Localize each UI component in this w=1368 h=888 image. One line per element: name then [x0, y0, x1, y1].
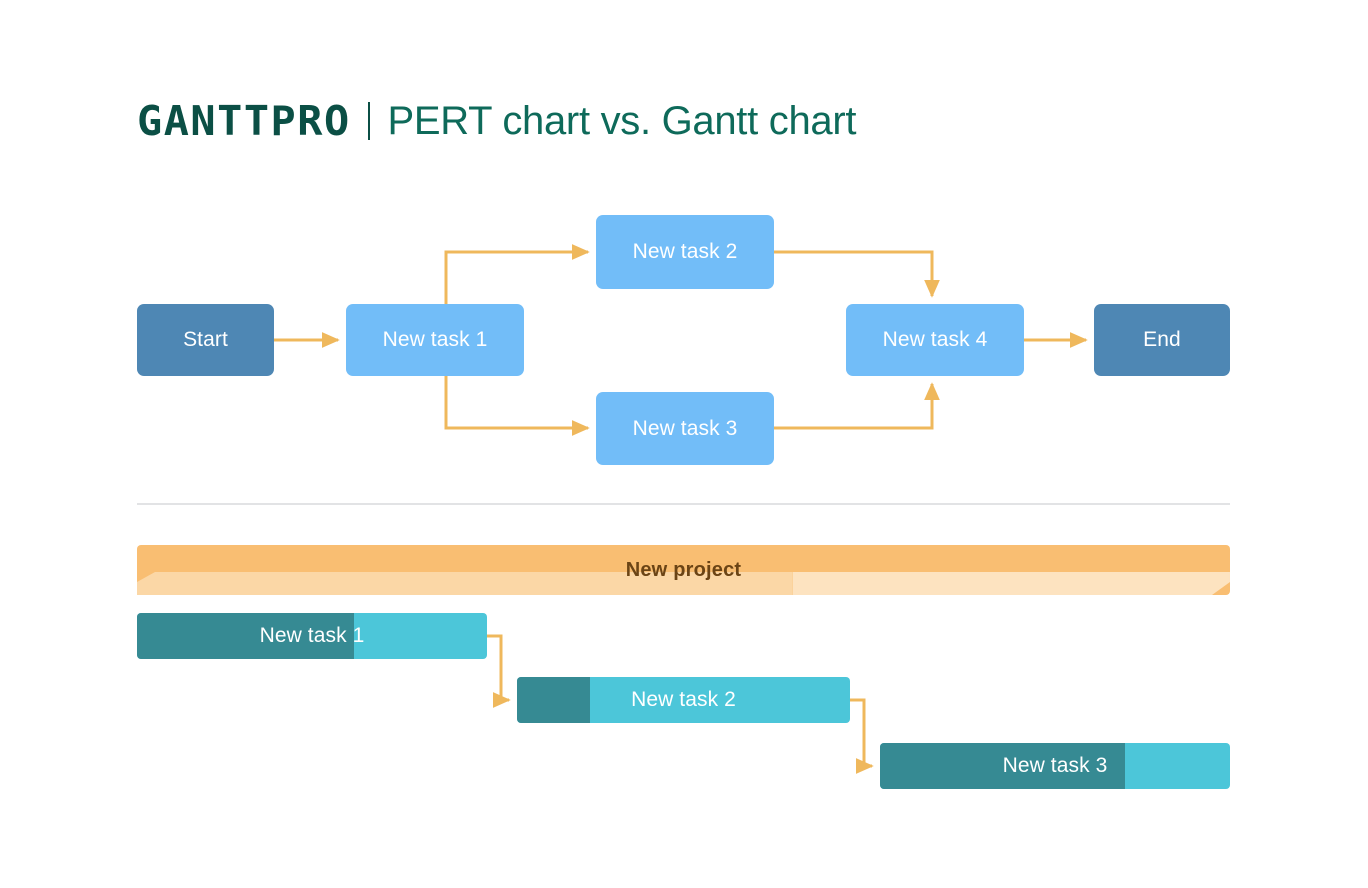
- pert-node-label: Start: [183, 328, 228, 351]
- pert-node-task-2[interactable]: New task 2: [596, 215, 774, 289]
- summary-bar-label: New project: [625, 558, 742, 581]
- pert-node-start[interactable]: Start: [137, 304, 274, 376]
- gantt-task-bar-1[interactable]: New task 1: [137, 613, 487, 659]
- gantt-task-label: New task 3: [1002, 754, 1108, 777]
- pert-edge-task1-task2: [444, 244, 590, 304]
- pert-connectors: [274, 244, 1088, 436]
- gantt-bar-progress: [137, 613, 354, 659]
- page-header: GANTTPRO PERT chart vs. Gantt chart: [137, 93, 856, 149]
- gantt-task-label: New task 2: [631, 688, 736, 711]
- pert-edge-task2-task4: [774, 250, 940, 298]
- gantt-task-bar-3[interactable]: New task 3: [880, 743, 1230, 789]
- gantt-summary-bar[interactable]: New project: [137, 545, 1230, 595]
- gantt-bar-progress: [517, 677, 591, 723]
- gantt-task-label: New task 1: [259, 624, 365, 647]
- summary-bar-progress: [137, 572, 793, 595]
- pert-node-end[interactable]: End: [1094, 304, 1230, 376]
- gantt-bar-progress: [880, 743, 1125, 789]
- summary-bar-remainder: [793, 572, 1230, 595]
- section-divider: [137, 503, 1230, 505]
- gantt-chart-section: New project New task 1 New task 2 New ta…: [0, 500, 1368, 888]
- pert-edge-task1-task3: [444, 376, 590, 436]
- pert-node-label: New task 3: [632, 416, 738, 440]
- pert-node-label: End: [1143, 328, 1181, 351]
- pert-node-task-1[interactable]: New task 1: [346, 304, 524, 376]
- gantt-dependency-task1-task2: [487, 634, 511, 708]
- pert-edge-task3-task4: [774, 382, 940, 430]
- ganttpro-logo: GANTTPRO: [137, 96, 351, 145]
- page-title: PERT chart vs. Gantt chart: [387, 99, 857, 143]
- gantt-dependency-connectors: [487, 634, 874, 774]
- pert-node-task-3[interactable]: New task 3: [596, 392, 774, 465]
- gantt-task-bar-2[interactable]: New task 2: [517, 677, 850, 723]
- pert-node-label: New task 1: [382, 328, 488, 351]
- gantt-dependency-task2-task3: [850, 698, 874, 774]
- pert-chart-section: Start New task 1 New task 2 New task 3 N…: [137, 215, 1230, 465]
- pert-node-label: New task 4: [882, 328, 988, 351]
- pert-node-task-4[interactable]: New task 4: [846, 304, 1024, 376]
- pert-node-label: New task 2: [632, 240, 738, 263]
- header-divider: [368, 102, 371, 140]
